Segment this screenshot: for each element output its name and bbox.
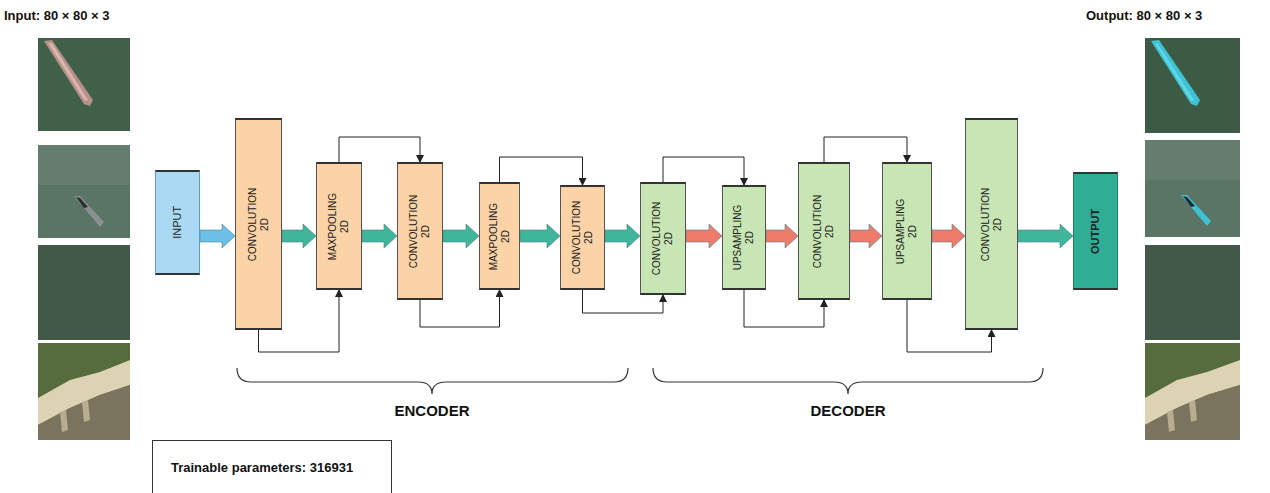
flow-arrow	[200, 224, 235, 248]
decoder-brace	[653, 368, 1043, 394]
skip-connector	[339, 137, 420, 162]
section-label: DECODER	[811, 402, 886, 419]
flow-arrow	[520, 224, 560, 248]
layer-box: CONVOLUTION 2D	[235, 118, 282, 330]
layer-name: INPUT	[171, 206, 184, 239]
layer-name: CONVOLUTION 2D	[980, 187, 1003, 260]
layer-name: OUTPUT	[1089, 208, 1102, 253]
layer-name: UPSAMPLING 2D	[896, 198, 919, 264]
section-label: ENCODER	[395, 402, 470, 419]
input-images	[38, 38, 130, 440]
flow-arrow	[932, 224, 965, 248]
flow-arrow	[282, 224, 316, 248]
skip-connector	[824, 137, 907, 162]
layer-box: MAXPOOLING 2D	[479, 182, 520, 290]
flow-arrow	[850, 224, 882, 248]
layer-name: MAXPOOLING 2D	[328, 192, 351, 259]
encoder-brace	[237, 368, 628, 394]
output-images	[1145, 38, 1240, 440]
layer-name: CONVOLUTION 2D	[813, 194, 836, 267]
layer-box: CONVOLUTION 2D	[640, 182, 686, 295]
layer-name: CONVOLUTION 2D	[409, 194, 432, 267]
io-size-label: Output: 80 × 80 × 3	[1086, 8, 1202, 23]
layer-box: MAXPOOLING 2D	[316, 162, 362, 290]
skip-connector	[663, 157, 744, 185]
layer-box: CONVOLUTION 2D	[560, 185, 605, 290]
parameter-box: Trainable parameters: 316931	[152, 440, 392, 493]
layer-box: CONVOLUTION 2D	[798, 162, 850, 300]
flow-arrow	[1018, 224, 1073, 248]
input-box: INPUT	[155, 170, 200, 275]
layer-name: MAXPOOLING 2D	[488, 202, 511, 269]
parameter-count: Trainable parameters: 316931	[171, 460, 353, 475]
layer-box: UPSAMPLING 2D	[882, 162, 932, 300]
layer-name: CONVOLUTION 2D	[247, 187, 270, 260]
output-box: OUTPUT	[1073, 172, 1118, 290]
flow-arrow	[686, 224, 722, 248]
layer-box: CONVOLUTION 2D	[965, 118, 1018, 330]
io-size-label: Input: 80 × 80 × 3	[4, 8, 110, 23]
layer-box: CONVOLUTION 2D	[397, 162, 443, 300]
flow-arrow	[766, 224, 798, 248]
skip-connector	[500, 157, 583, 185]
flow-arrow	[605, 224, 640, 248]
layer-box: UPSAMPLING 2D	[722, 185, 766, 290]
layer-name: UPSAMPLING 2D	[733, 205, 756, 271]
layer-name: CONVOLUTION 2D	[571, 201, 594, 274]
flow-arrow	[362, 224, 397, 248]
flow-arrow	[443, 224, 479, 248]
layer-name: CONVOLUTION 2D	[652, 202, 675, 275]
